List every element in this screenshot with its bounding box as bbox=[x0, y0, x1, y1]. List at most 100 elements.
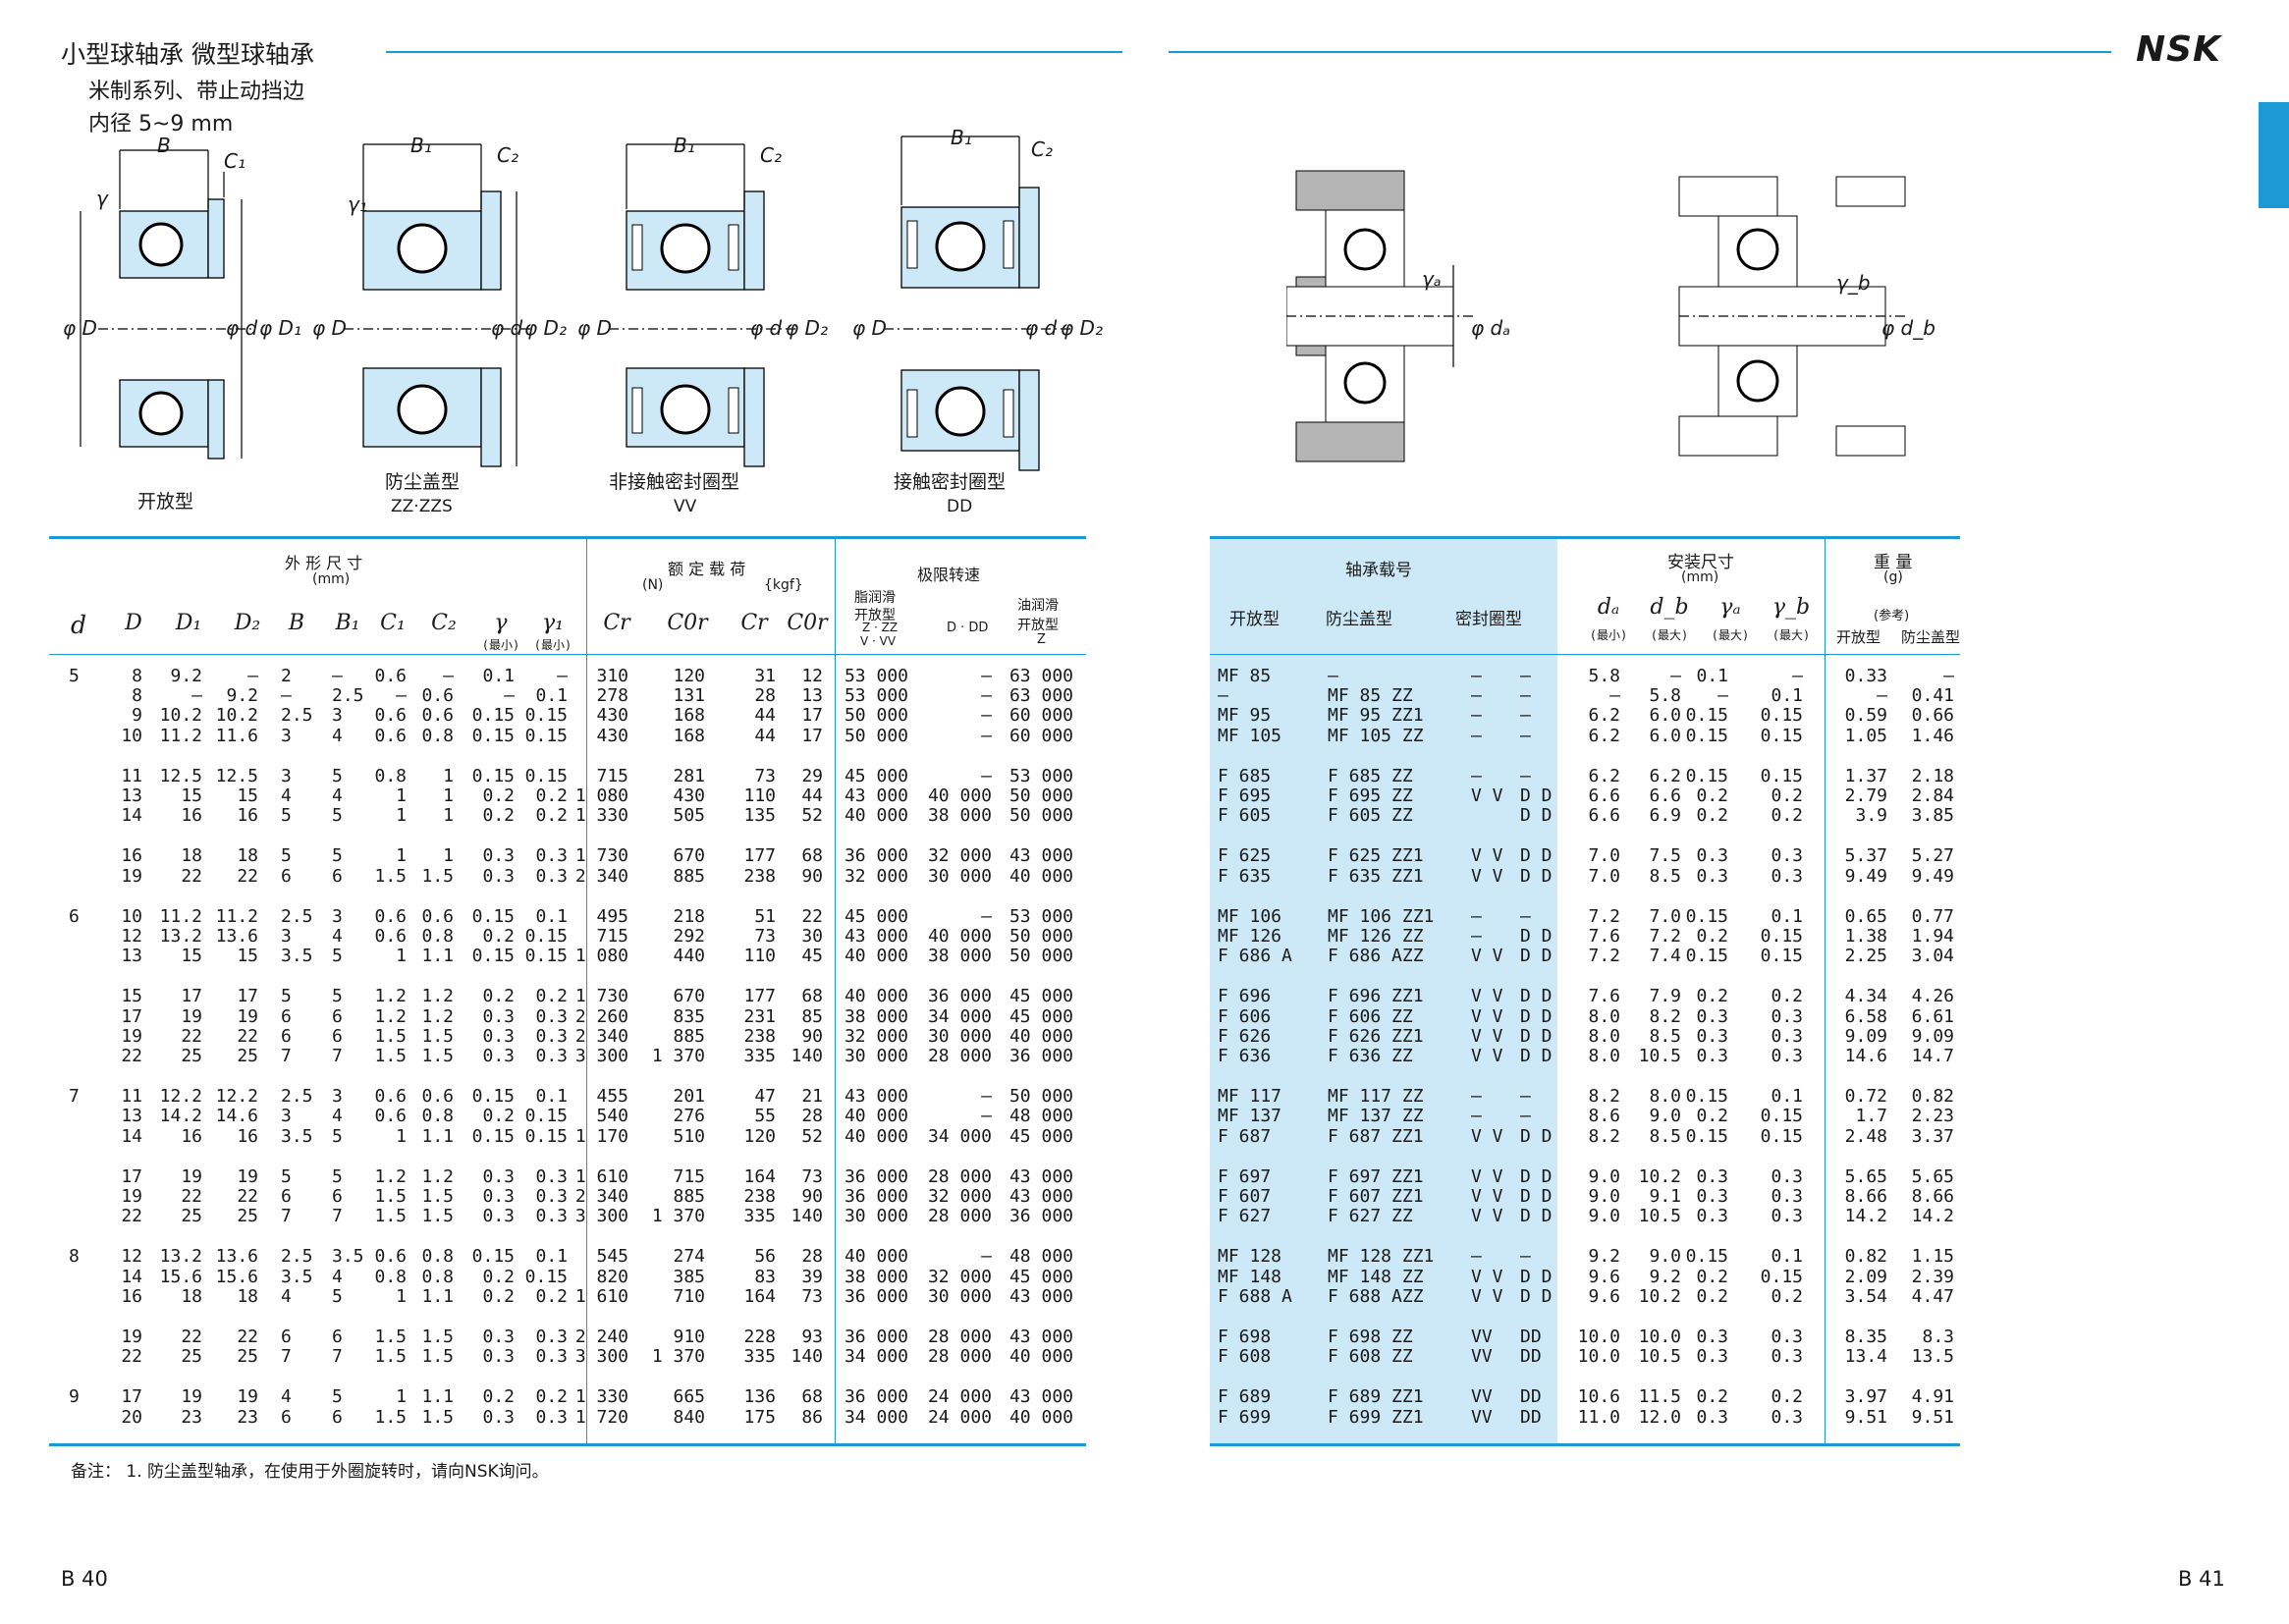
right-cell: — bbox=[1717, 685, 1728, 707]
right-cell: — bbox=[1471, 1106, 1482, 1127]
right-cell: 8.0 bbox=[1649, 1086, 1681, 1108]
left-cell: 1.1 bbox=[421, 1125, 454, 1147]
right-cell: D D bbox=[1520, 1266, 1553, 1287]
left-cell: 1.5 bbox=[421, 1346, 454, 1368]
left-cell: 36 000 bbox=[1008, 1206, 1073, 1227]
right-cell: 0.2 bbox=[1696, 785, 1728, 806]
left-cell: 0.2 bbox=[482, 926, 515, 947]
right-cell: F 689 ZZ1 bbox=[1328, 1386, 1424, 1408]
right-cell: V V bbox=[1471, 845, 1503, 867]
right-cell: 4.47 bbox=[1911, 1285, 1954, 1307]
left-cell: — bbox=[281, 685, 292, 707]
right-cell: 0.3 bbox=[1696, 1406, 1728, 1428]
right-cell: D D bbox=[1520, 1125, 1553, 1147]
left-cell: 90 bbox=[801, 865, 823, 887]
left-colhead-min-r1: (最小) bbox=[533, 638, 572, 652]
right-cell: F 608 bbox=[1218, 1346, 1272, 1368]
left-cell: 3 bbox=[281, 725, 292, 746]
right-cell: 6.0 bbox=[1649, 725, 1681, 746]
right-cell: 0.77 bbox=[1911, 905, 1954, 927]
left-cell: 50 000 bbox=[1008, 1086, 1073, 1108]
left-cell: 19 bbox=[181, 1005, 202, 1027]
left-cell: 0.2 bbox=[482, 805, 515, 827]
right-cell: F 627 ZZ bbox=[1328, 1206, 1413, 1227]
left-cell: 11.2 bbox=[159, 725, 202, 746]
right-cell: F 685 bbox=[1218, 765, 1272, 786]
left-cell: 1.5 bbox=[374, 865, 407, 887]
header-mount-group: 安装尺寸 bbox=[1667, 553, 1734, 572]
right-cell: 6.0 bbox=[1649, 705, 1681, 727]
right-cell: 0.15 bbox=[1685, 1086, 1728, 1108]
right-cell: 5.8 bbox=[1588, 666, 1620, 686]
right-cell: 3.37 bbox=[1911, 1125, 1954, 1147]
left-cell: 0.6 bbox=[374, 1246, 407, 1268]
left-cell: 7 bbox=[281, 1046, 292, 1066]
right-cell: MF 106 ZZ1 bbox=[1328, 905, 1435, 927]
left-cell: 73 bbox=[754, 926, 776, 947]
left-cell: 40 000 bbox=[844, 946, 908, 967]
header-load-unit-n: (N) bbox=[642, 577, 664, 593]
right-cell: — bbox=[1471, 1246, 1482, 1268]
right-cell: 0.1 bbox=[1771, 685, 1803, 707]
left-cell: 14 bbox=[121, 1125, 142, 1147]
left-cell: 0.3 bbox=[535, 1406, 568, 1428]
right-cell: F 688 AZZ bbox=[1328, 1285, 1424, 1307]
right-cell: 0.15 bbox=[1760, 1266, 1803, 1287]
left-cell: 45 000 bbox=[1008, 1005, 1073, 1027]
right-cell: F 696 bbox=[1218, 986, 1272, 1007]
figure-mounting-open bbox=[1286, 170, 1473, 462]
left-cell: 38 000 bbox=[844, 1266, 908, 1287]
left-cell: 10.2 bbox=[215, 705, 258, 727]
right-cell: D D bbox=[1520, 1046, 1553, 1066]
left-cell: 7 bbox=[281, 1206, 292, 1227]
right-cell: F 699 bbox=[1218, 1406, 1272, 1428]
left-cell: 22 bbox=[237, 1025, 258, 1047]
right-cell: 13.5 bbox=[1911, 1346, 1954, 1368]
right-cell: F 627 bbox=[1218, 1206, 1272, 1227]
left-cell: 18 bbox=[237, 1285, 258, 1307]
dim-label-C2-dd: C₂ bbox=[1031, 137, 1053, 161]
left-cell: 0.2 bbox=[535, 805, 568, 827]
left-cell: 90 bbox=[801, 1186, 823, 1207]
left-cell: 19 bbox=[237, 1005, 258, 1027]
right-cell: D D bbox=[1520, 1206, 1553, 1227]
left-cell: 40 000 bbox=[1008, 1346, 1073, 1368]
right-colsub-3: (最大) bbox=[1771, 628, 1811, 642]
left-cell: 36 000 bbox=[1008, 1046, 1073, 1066]
left-cell: 6 bbox=[332, 1326, 343, 1347]
left-cell: 85 bbox=[801, 1005, 823, 1027]
left-cell: 0.6 bbox=[421, 705, 454, 727]
left-cell: 110 bbox=[743, 946, 776, 967]
right-cell: 0.65 bbox=[1844, 905, 1887, 927]
right-cell: 8.2 bbox=[1588, 1125, 1620, 1147]
right-table-sep-1 bbox=[1825, 538, 1826, 1443]
caption-noncontact-code: VV bbox=[674, 497, 697, 516]
header-speed: 极限转速 bbox=[917, 566, 981, 584]
left-cell: 22 bbox=[181, 865, 202, 887]
right-cell: 5.37 bbox=[1844, 845, 1887, 867]
right-cell: — bbox=[1471, 705, 1482, 727]
left-cell: 0.6 bbox=[374, 926, 407, 947]
header-weight-unit: (g) bbox=[1883, 569, 1903, 585]
left-cell: 136 bbox=[743, 1386, 776, 1408]
left-cell: 430 bbox=[596, 725, 628, 746]
right-cell: MF 95 ZZ1 bbox=[1328, 705, 1424, 727]
right-cell: MF 117 ZZ bbox=[1328, 1086, 1424, 1108]
right-colsub-2: (最大) bbox=[1711, 628, 1750, 642]
left-cell: 1 080 bbox=[574, 785, 628, 806]
right-cell: VV bbox=[1471, 1326, 1493, 1347]
right-cell: F 636 ZZ bbox=[1328, 1046, 1413, 1066]
right-cell: 2.79 bbox=[1844, 785, 1887, 806]
right-colhead-0: dₐ bbox=[1597, 595, 1620, 620]
left-cell: 3 bbox=[281, 926, 292, 947]
left-cell: 22 bbox=[237, 1186, 258, 1207]
left-cell: 820 bbox=[596, 1266, 628, 1287]
header-outer-dims: 外 形 尺 寸 bbox=[285, 554, 363, 572]
left-cell: 60 000 bbox=[1008, 705, 1073, 727]
left-cell: 4 bbox=[332, 1106, 343, 1127]
left-cell: 17 bbox=[121, 1165, 142, 1187]
right-cell: 9.1 bbox=[1649, 1186, 1681, 1207]
left-cell: 0.6 bbox=[374, 1106, 407, 1127]
left-cell: 52 bbox=[801, 805, 823, 827]
left-table-top-rule bbox=[49, 536, 1086, 539]
